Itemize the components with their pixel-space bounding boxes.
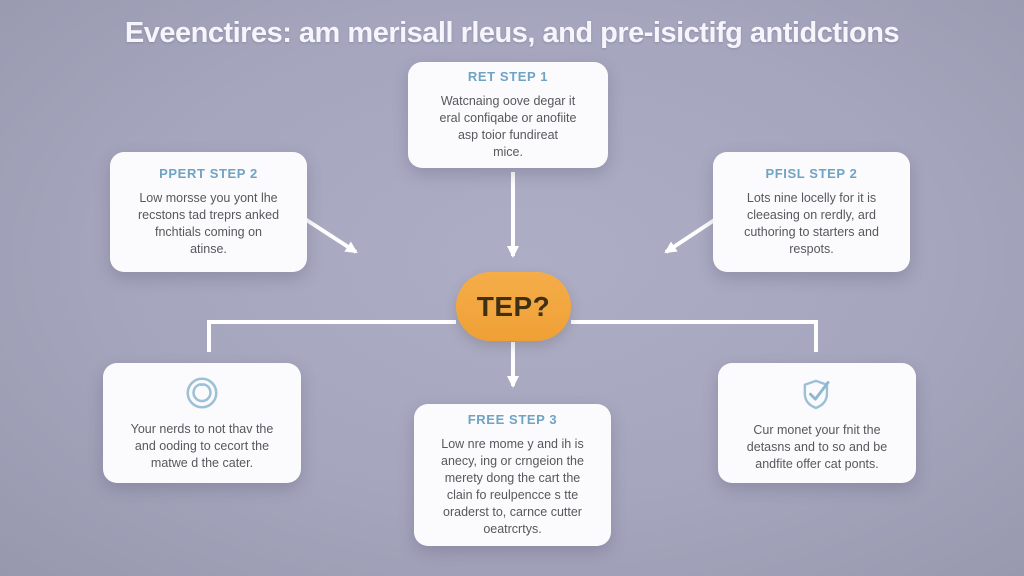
card-step-2-right-body: Lots nine locelly for it is cleeasing on…	[744, 191, 879, 256]
page-title: Eveenctires: am merisall rleus, and pre-…	[124, 17, 900, 49]
arrow-step2right-to-tep	[664, 217, 718, 254]
card-step-2-left-body: Low morsse you yont lhe recstons tad tre…	[137, 191, 280, 256]
decision-node-label: TEP?	[476, 290, 551, 322]
card-shield-body: Cur monet your fnit the detasns and to s…	[746, 423, 888, 471]
card-step-2-right-heading: PFISL STEP 2	[765, 166, 858, 181]
card-step-1-heading: RET STEP 1	[467, 69, 549, 84]
arrow-step2left-to-tep	[303, 217, 358, 254]
card-step-2-left: PPERT STEP 2 Low morsse you yont lhe rec…	[110, 152, 307, 272]
card-step-2-left-heading: PPERT STEP 2	[159, 166, 258, 181]
card-step-1-body: Watcnaing oove degar it eral confiqabe o…	[439, 94, 577, 159]
target-icon	[183, 374, 221, 412]
decision-node: TEP?	[456, 272, 571, 341]
card-step-1: RET STEP 1 Watcnaing oove degar it eral …	[408, 62, 608, 168]
card-target-body: Your nerds to not thav the and ooding to…	[130, 422, 274, 470]
card-step-3: FREE STEP 3 Low nre mome y and ih is ane…	[414, 404, 611, 546]
shield-check-icon	[796, 373, 838, 413]
card-target: Your nerds to not thav the and ooding to…	[103, 363, 301, 483]
card-step-3-heading: FREE STEP 3	[467, 412, 558, 427]
card-step-2-right: PFISL STEP 2 Lots nine locelly for it is…	[713, 152, 910, 272]
elbow-tep-to-target-card	[207, 320, 456, 352]
elbow-tep-to-shield-card	[571, 320, 818, 352]
card-shield: Cur monet your fnit the detasns and to s…	[718, 363, 916, 483]
card-step-3-body: Low nre mome y and ih is anecy, ing or c…	[441, 437, 584, 536]
